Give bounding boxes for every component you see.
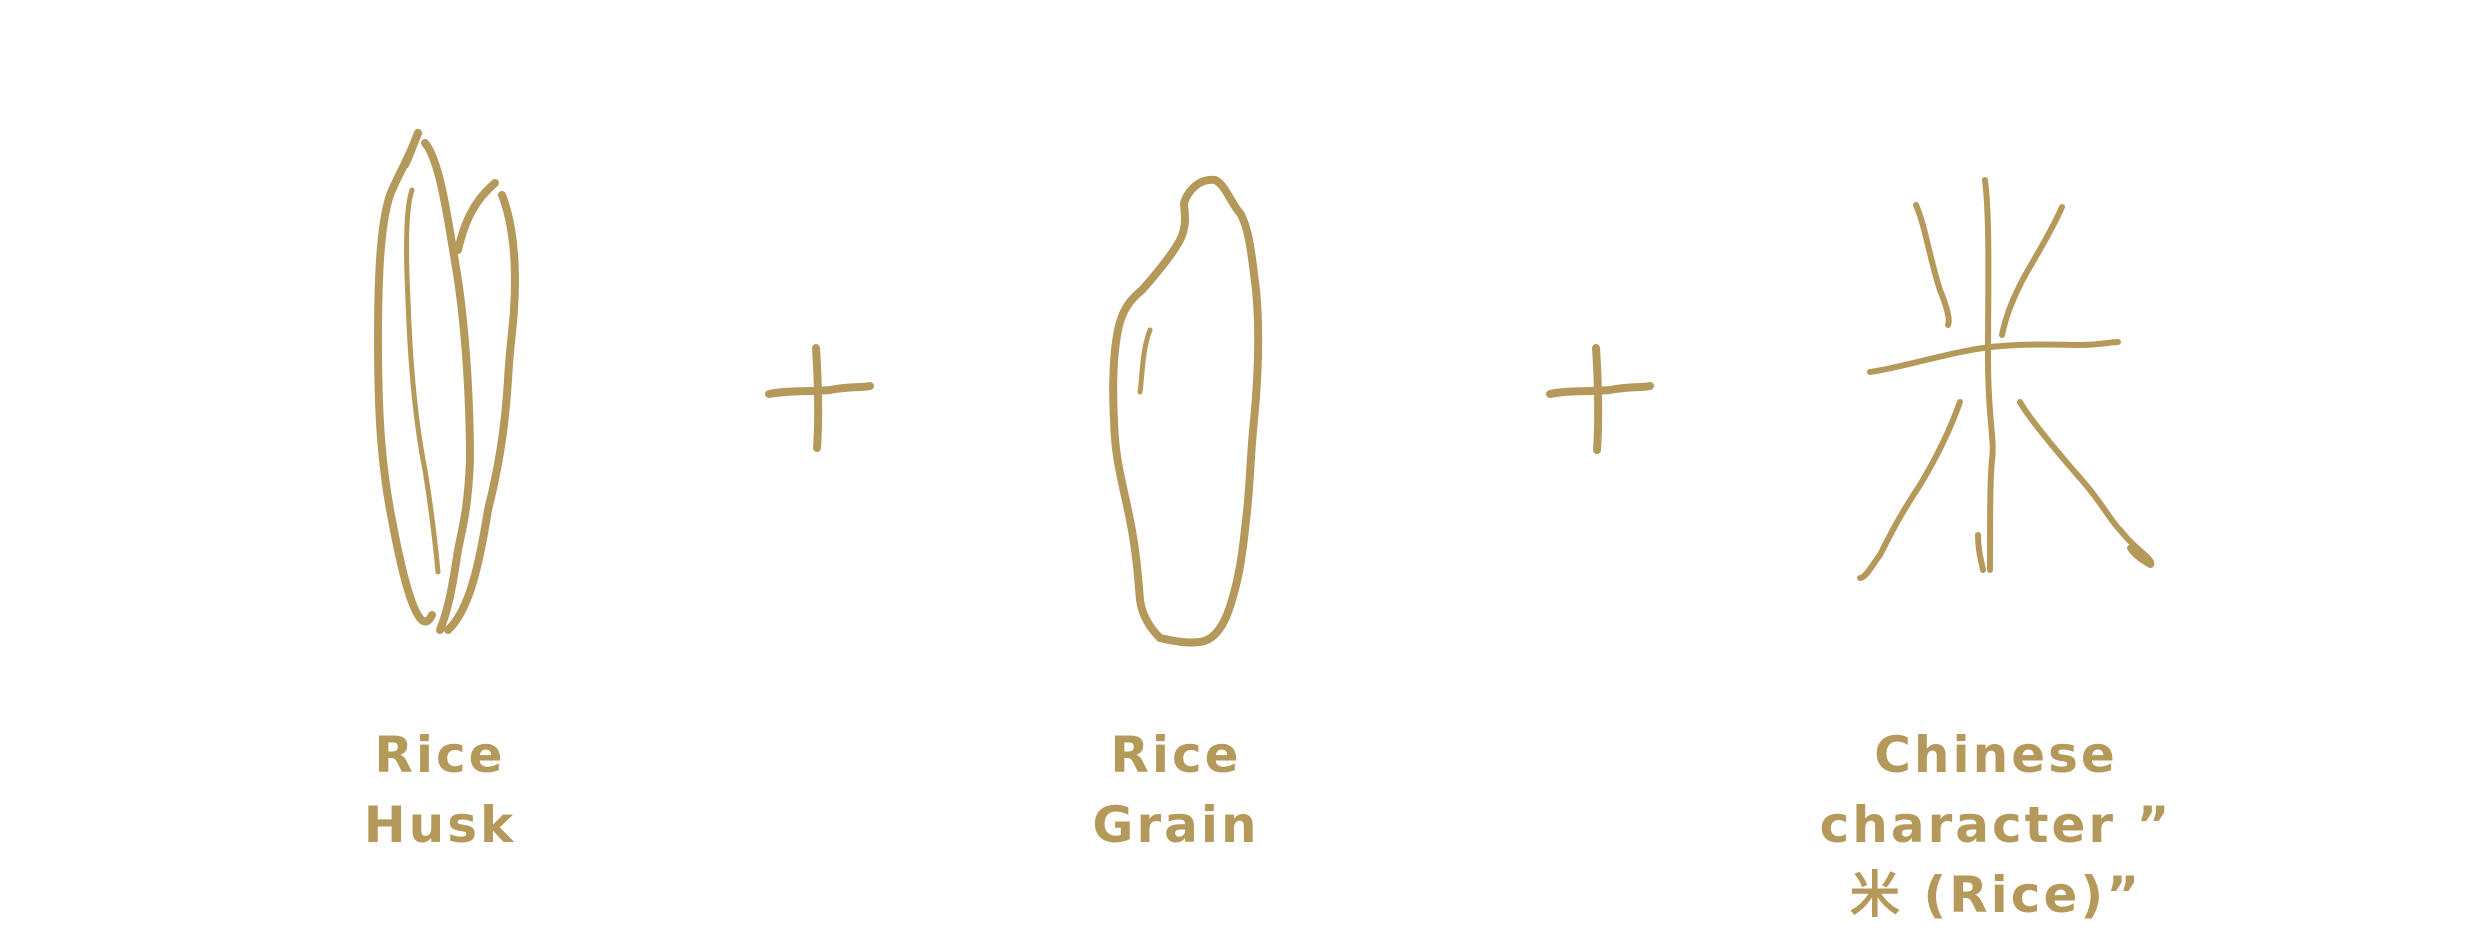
caption-char-line-1: Chinese [1874,726,2118,784]
caption-char-line-2: character ” [1819,796,2173,854]
caption-husk-line-2: Husk [363,796,517,854]
caption-chinese-character: Chinese character ” 米 (Rice)” [1776,720,2216,930]
plus-sign-2 [1546,344,1654,454]
plus-sign-1 [765,344,874,452]
rice-grain-drawing [1109,175,1263,647]
rice-husk-drawing [374,129,519,634]
caption-husk-line-1: Rice [374,726,506,784]
caption-rice-husk: Rice Husk [220,720,660,860]
caption-char-line-3: 米 (Rice)” [1849,866,2143,924]
caption-grain-line-1: Rice [1110,726,1242,784]
caption-rice-grain: Rice Grain [956,720,1396,860]
chinese-character-drawing [1857,177,2155,581]
caption-grain-line-2: Grain [1092,796,1260,854]
